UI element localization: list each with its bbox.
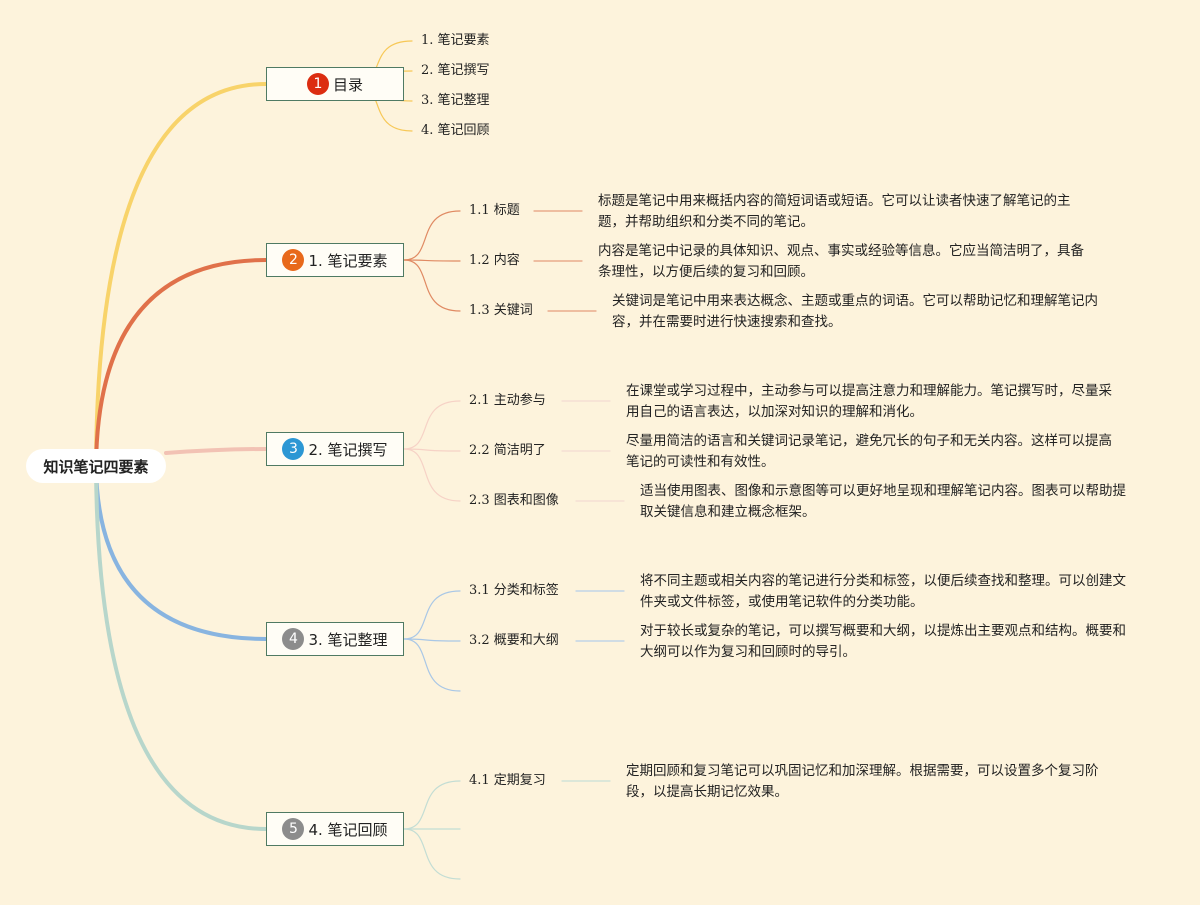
- description-text: 适当使用图表、图像和示意图等可以更好地呈现和理解笔记内容。图表可以帮助提取关键信…: [640, 483, 1126, 520]
- subtopic-connector: [403, 448, 461, 502]
- toc-item[interactable]: 2. 笔记撰写: [421, 63, 490, 78]
- toc-item[interactable]: 4. 笔记回顾: [421, 123, 490, 138]
- description-text: 将不同主题或相关内容的笔记进行分类和标签，以便后续查找和整理。可以创建文件夹或文…: [640, 573, 1126, 610]
- branch-connector: [94, 464, 268, 641]
- subtopic-keywords[interactable]: 1.3 关键词: [469, 303, 533, 318]
- root-node[interactable]: 知识笔记四要素: [26, 449, 166, 483]
- subtopic-connector: [403, 210, 461, 261]
- branch-node-toc[interactable]: 1 目录: [266, 67, 404, 101]
- subtopic-regular-review[interactable]: 4.1 定期复习: [469, 773, 546, 788]
- subtopic-concise[interactable]: 2.2 简洁明了: [469, 443, 546, 458]
- number-badge-icon: 5: [282, 818, 305, 840]
- branch-label: 2. 笔记撰写: [308, 440, 388, 459]
- branch-label: 目录: [332, 75, 363, 94]
- toc-item[interactable]: 3. 笔记整理: [421, 93, 490, 108]
- branch-label: 1. 笔记要素: [308, 251, 388, 270]
- subtopic-connector: [403, 259, 461, 262]
- subtopic-connector: [403, 638, 461, 642]
- root-label: 知识笔记四要素: [43, 457, 149, 476]
- subtopic-connector: [403, 400, 461, 450]
- branch-connector: [94, 258, 268, 468]
- branch-connector: [94, 464, 268, 831]
- number-badge-icon: 1: [306, 73, 329, 95]
- number-badge-icon: 4: [282, 628, 305, 650]
- subtopic-connector: [403, 259, 461, 312]
- branch-node-review[interactable]: 5 4. 笔记回顾: [266, 812, 404, 846]
- subtopic-charts-images[interactable]: 2.3 图表和图像: [469, 493, 559, 508]
- branch-node-writing[interactable]: 3 2. 笔记撰写: [266, 432, 404, 466]
- number-badge-icon: 2: [282, 249, 305, 271]
- subtopic-content[interactable]: 1.2 内容: [469, 253, 520, 268]
- branch-connector: [164, 447, 268, 455]
- description-text: 关键词是笔记中用来表达概念、主题或重点的词语。它可以帮助记忆和理解笔记内容，并在…: [612, 293, 1098, 330]
- subtopic-connector: [403, 638, 461, 692]
- subtopic-active-participation[interactable]: 2.1 主动参与: [469, 393, 546, 408]
- description-text: 定期回顾和复习笔记可以巩固记忆和加深理解。根据需要，可以设置多个复习阶段，以提高…: [626, 763, 1099, 800]
- subtopic-connector: [403, 828, 461, 880]
- branch-label: 4. 笔记回顾: [308, 820, 388, 839]
- subtopic-connector: [403, 780, 461, 830]
- description-text: 在课堂或学习过程中，主动参与可以提高注意力和理解能力。笔记撰写时，尽量采用自己的…: [626, 383, 1112, 420]
- toc-item[interactable]: 1. 笔记要素: [421, 33, 490, 48]
- subtopic-title[interactable]: 1.1 标题: [469, 203, 520, 218]
- subtopic-classify-tags[interactable]: 3.1 分类和标签: [469, 583, 559, 598]
- description-text: 对于较长或复杂的笔记，可以撰写概要和大纲，以提炼出主要观点和结构。概要和大纲可以…: [640, 623, 1126, 660]
- description-text: 尽量用简洁的语言和关键词记录笔记，避免冗长的句子和无关内容。这样可以提高笔记的可…: [626, 433, 1112, 470]
- branch-label: 3. 笔记整理: [308, 630, 388, 649]
- subtopic-connector: [403, 590, 461, 640]
- branch-connector: [94, 82, 268, 468]
- number-badge-icon: 3: [282, 438, 305, 460]
- branch-node-organizing[interactable]: 4 3. 笔记整理: [266, 622, 404, 656]
- description-text: 标题是笔记中用来概括内容的简短词语或短语。它可以让读者快速了解笔记的主题，并帮助…: [598, 193, 1071, 230]
- description-text: 内容是笔记中记录的具体知识、观点、事实或经验等信息。它应当简洁明了，具备条理性，…: [598, 243, 1084, 280]
- subtopic-connector: [403, 448, 461, 452]
- subtopic-summary-outline[interactable]: 3.2 概要和大纲: [469, 633, 559, 648]
- branch-node-elements[interactable]: 2 1. 笔记要素: [266, 243, 404, 277]
